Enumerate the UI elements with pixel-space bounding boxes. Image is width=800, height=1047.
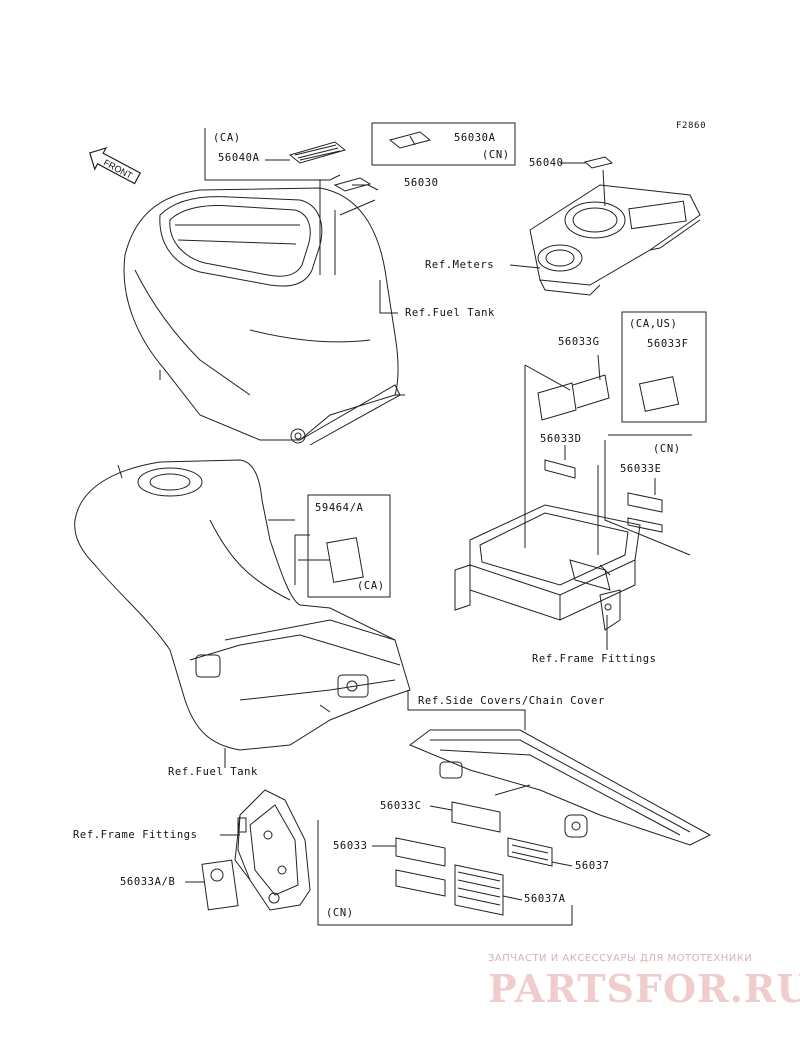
part-56033C[interactable]: 56033C bbox=[380, 800, 422, 812]
ref-fuel-tank-bottom[interactable]: Ref.Fuel Tank bbox=[168, 766, 258, 778]
chain-cover bbox=[409, 729, 712, 846]
part-56030[interactable]: 56030 bbox=[404, 177, 439, 189]
part-56033[interactable]: 56033 bbox=[333, 840, 368, 852]
part-56033G[interactable]: 56033G bbox=[558, 336, 600, 348]
part-56030A[interactable]: 56030A bbox=[454, 132, 496, 144]
decal-56040A bbox=[288, 141, 347, 164]
decal-59464 bbox=[326, 537, 364, 583]
part-56033F[interactable]: 56033F bbox=[647, 338, 689, 350]
decal-56033 bbox=[395, 837, 446, 867]
ref-meters[interactable]: Ref.Meters bbox=[425, 259, 495, 271]
label-ca-mid: (CA) bbox=[357, 580, 385, 592]
decal-56033G bbox=[537, 382, 577, 421]
decal-56037A bbox=[454, 864, 504, 916]
part-56037[interactable]: 56037 bbox=[575, 860, 610, 872]
decals bbox=[201, 131, 680, 916]
part-56033D[interactable]: 56033D bbox=[540, 433, 582, 445]
front-direction-arrow: FRONT bbox=[81, 140, 145, 192]
decal-56040 bbox=[583, 156, 614, 169]
decal-56030 bbox=[333, 177, 372, 192]
part-56033AB[interactable]: 56033A/B bbox=[120, 876, 176, 888]
decal-56033E bbox=[627, 492, 663, 513]
decal-56037 bbox=[507, 837, 553, 867]
watermark-logo: PARTSFOR.RU bbox=[488, 966, 800, 1011]
decal-56033D bbox=[544, 459, 576, 479]
label-cn-bottom: (CN) bbox=[326, 907, 354, 919]
part-56040[interactable]: 56040 bbox=[529, 157, 564, 169]
decal-56030A bbox=[388, 131, 432, 149]
decal-56033AB bbox=[201, 859, 239, 911]
label-cn-mid: (CN) bbox=[653, 443, 681, 455]
part-59464A[interactable]: 59464/A bbox=[315, 502, 364, 514]
ref-frame-fittings-left[interactable]: Ref.Frame Fittings bbox=[73, 829, 198, 841]
fuel-tank bbox=[74, 459, 411, 751]
part-56033E[interactable]: 56033E bbox=[620, 463, 662, 475]
label-ca-top: (CA) bbox=[213, 132, 241, 144]
label-ca-us: (CA,US) bbox=[629, 318, 678, 330]
label-cn-top: (CN) bbox=[482, 149, 510, 161]
meter-cluster bbox=[529, 169, 701, 296]
decal-56033C bbox=[451, 801, 501, 833]
figure-code: F2860 bbox=[676, 121, 707, 131]
decal-56033F bbox=[638, 376, 680, 412]
frame-tray bbox=[454, 504, 641, 631]
fuel-tank-cover bbox=[123, 187, 405, 446]
part-56037A[interactable]: 56037A bbox=[524, 893, 566, 905]
ref-side-covers-chain-cover[interactable]: Ref.Side Covers/Chain Cover bbox=[418, 695, 605, 707]
part-56040A[interactable]: 56040A bbox=[218, 152, 260, 164]
frame-bracket bbox=[234, 789, 311, 911]
ref-fuel-tank-top[interactable]: Ref.Fuel Tank bbox=[405, 307, 495, 319]
leader-lines bbox=[185, 128, 692, 926]
inset-boxes bbox=[307, 122, 707, 598]
ref-frame-fittings-right[interactable]: Ref.Frame Fittings bbox=[532, 653, 657, 665]
watermark-tagline: ЗАПЧАСТИ И АКСЕССУАРЫ ДЛЯ МОТОТЕХНИКИ bbox=[488, 953, 753, 964]
